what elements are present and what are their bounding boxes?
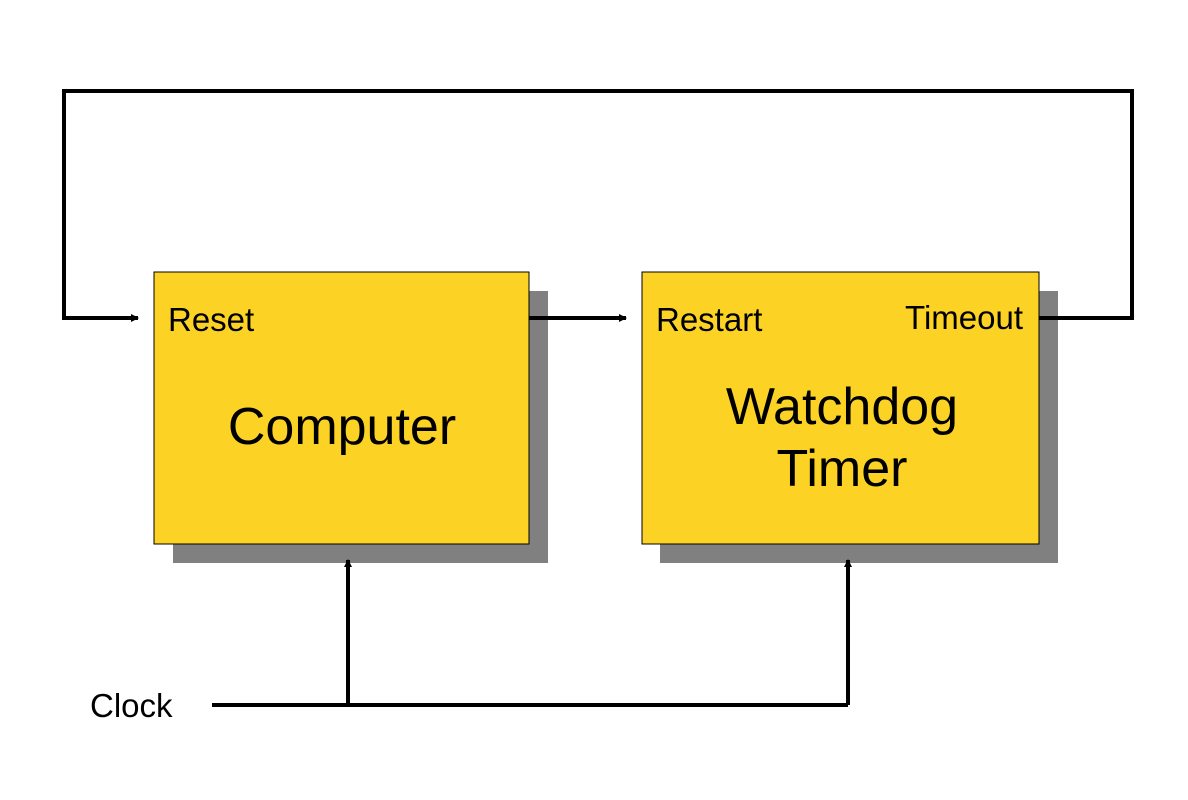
restart-port-label: Restart	[656, 301, 762, 338]
reset-port-label: Reset	[168, 301, 254, 338]
watchdog-box	[641, 271, 1040, 545]
computer-title: Computer	[228, 398, 456, 456]
clock-label: Clock	[90, 687, 173, 724]
computer-box	[153, 271, 530, 545]
watchdog-title-line2: Timer	[777, 440, 908, 498]
watchdog-block: Restart Timeout Watchdog Timer	[641, 271, 1058, 563]
watchdog-title-line1: Watchdog	[726, 378, 958, 436]
computer-block: Reset Computer	[153, 271, 548, 563]
timeout-port-label: Timeout	[905, 299, 1023, 336]
timeout-to-reset-wire	[62, 89, 1134, 322]
